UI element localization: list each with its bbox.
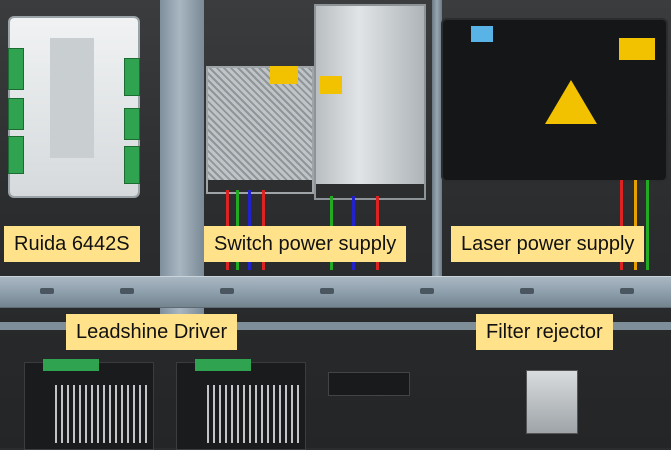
- rail-slot: [40, 288, 54, 294]
- label-controller: Ruida 6442S: [4, 226, 140, 262]
- label-laser-power-supply: Laser power supply: [451, 226, 645, 262]
- terminal-left-3: [8, 136, 24, 174]
- label-switch-power-supply: Switch power supply: [204, 226, 407, 262]
- label-filter: Filter rejector: [476, 314, 613, 350]
- vertical-rail-right: [432, 0, 442, 276]
- controller-chip-area: [50, 38, 94, 158]
- terminal-left-2: [8, 98, 24, 130]
- wire-green-3: [646, 180, 649, 270]
- stepper-driver-1: [24, 359, 154, 450]
- rail-slot: [420, 288, 434, 294]
- ruida-controller-board: [8, 18, 140, 196]
- driver-terminal: [195, 359, 251, 371]
- wire-red-4: [620, 180, 623, 270]
- line-filter: [526, 370, 578, 434]
- blue-sticker: [471, 26, 493, 42]
- terminal-left-1: [8, 48, 24, 90]
- label-driver: Leadshine Driver: [66, 314, 238, 350]
- secondary-power-supply-unit: [314, 4, 426, 200]
- terminal-block: [328, 372, 410, 396]
- terminal-right-2: [124, 108, 140, 140]
- psu2-sticker: [320, 76, 342, 94]
- driver-heatsink: [207, 385, 299, 443]
- rail-slot: [320, 288, 334, 294]
- psu-warning-sticker: [270, 66, 298, 84]
- lower-rail: [0, 322, 671, 330]
- terminal-right-3: [124, 146, 140, 184]
- rail-slot: [620, 288, 634, 294]
- terminal-right-1: [124, 58, 140, 96]
- high-voltage-warning-icon: [545, 80, 597, 124]
- rail-slot: [220, 288, 234, 294]
- wire-yellow: [634, 180, 637, 270]
- driver-heatsink: [55, 385, 147, 443]
- stepper-driver-2: [176, 359, 306, 450]
- psu2-terminal-strip: [316, 184, 424, 198]
- driver-terminal: [43, 359, 99, 371]
- laser-psu-sticker: [619, 38, 655, 60]
- rail-slot: [120, 288, 134, 294]
- vertical-rail: [160, 0, 204, 320]
- psu-terminal-strip: [208, 180, 312, 192]
- rail-slot: [520, 288, 534, 294]
- switch-power-supply-unit: [206, 66, 314, 194]
- horizontal-rail: [0, 276, 671, 308]
